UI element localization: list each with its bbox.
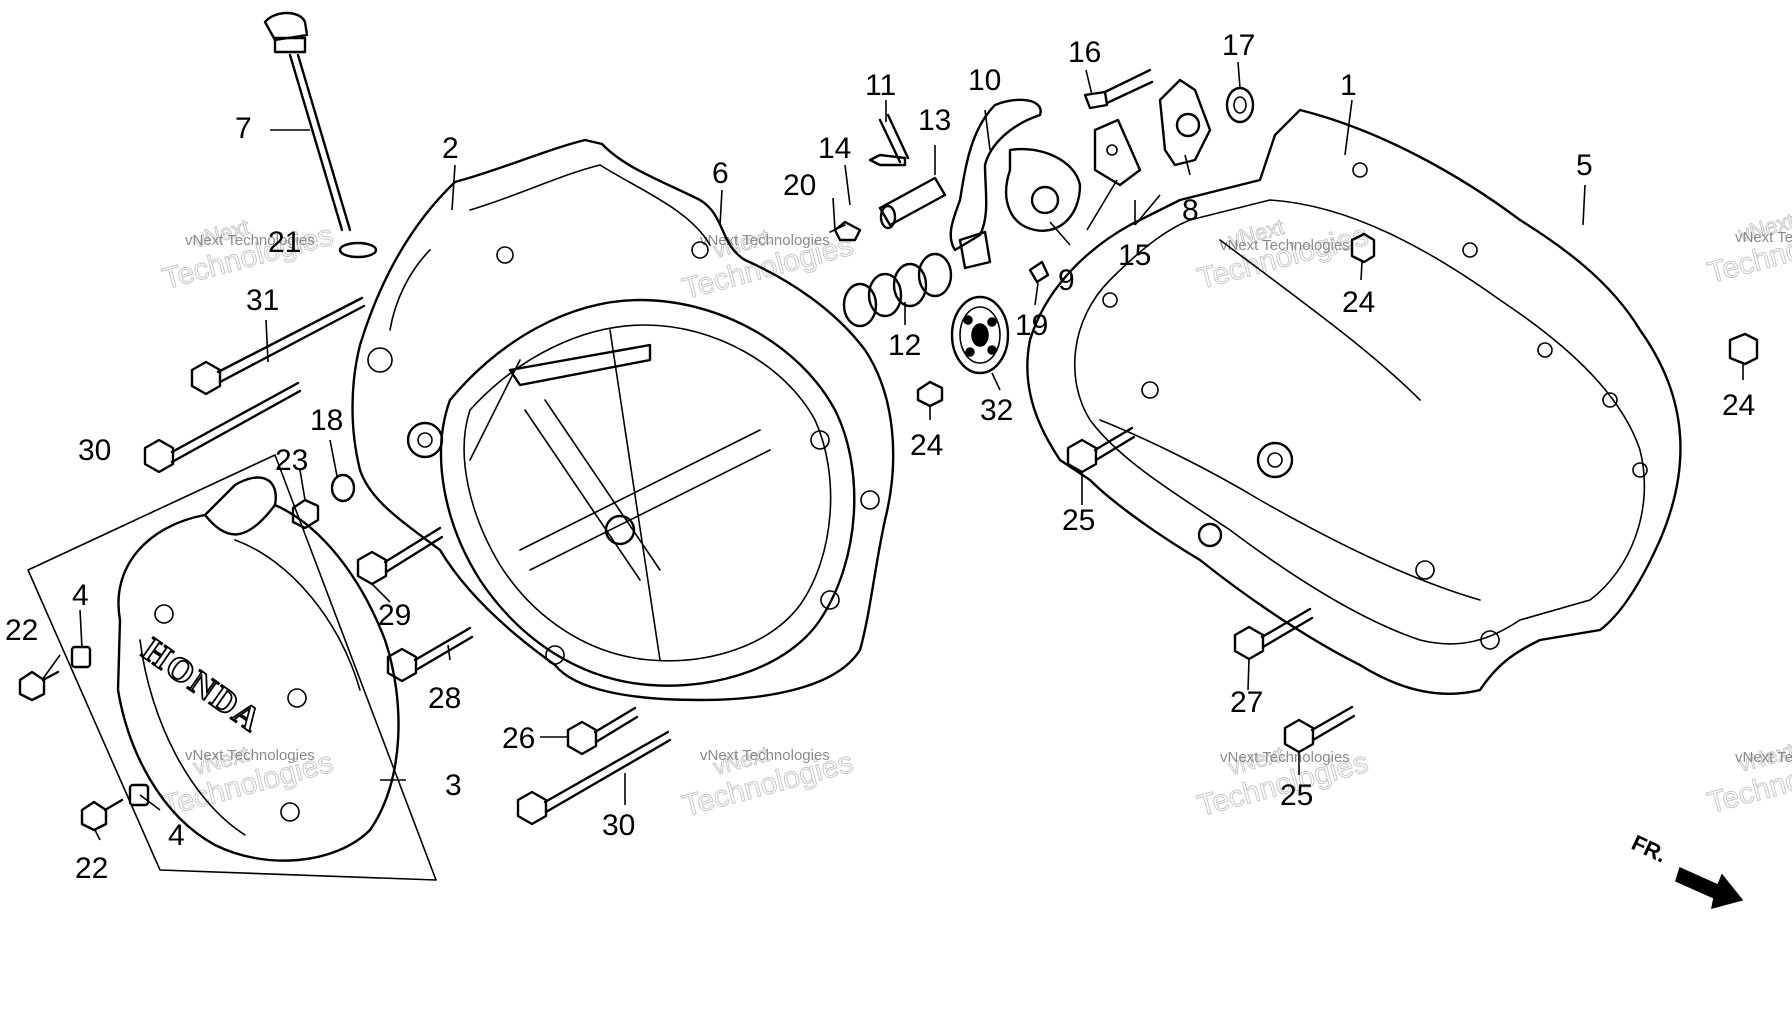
callout-21: 21 xyxy=(268,226,301,259)
watermark-label-3: vNext Technologies xyxy=(1220,237,1350,254)
leader-lines xyxy=(41,61,1744,841)
watermark-6: vNext Technologies xyxy=(678,741,857,824)
callout-22b: 22 xyxy=(75,852,108,885)
callout-4a: 4 xyxy=(72,579,89,612)
callout-18: 18 xyxy=(310,404,343,437)
part-32-bearing xyxy=(950,295,1010,375)
bolts xyxy=(18,296,1356,832)
bolt-29 xyxy=(356,526,444,586)
bolt-31 xyxy=(190,296,366,396)
watermark-label-2: vNext Technologies xyxy=(700,232,830,249)
callout-20: 20 xyxy=(783,169,816,202)
callout-6: 6 xyxy=(712,157,729,190)
callout-9: 9 xyxy=(1058,264,1075,297)
watermark-label-4: vNext Technologies xyxy=(1735,229,1792,246)
callout-24c: 24 xyxy=(1722,389,1755,422)
callout-5: 5 xyxy=(1576,149,1593,182)
callout-14: 14 xyxy=(818,132,851,165)
callout-15: 15 xyxy=(1118,239,1151,272)
watermark-label-6: vNext Technologies xyxy=(700,747,830,764)
callout-32: 32 xyxy=(980,394,1013,427)
part-2-crankcase-cover xyxy=(351,138,895,702)
honda-logo: HONDA xyxy=(135,631,268,740)
callout-27: 27 xyxy=(1230,686,1263,719)
watermark-label-7: vNext Technologies xyxy=(1220,749,1350,766)
callout-23: 23 xyxy=(275,444,308,477)
small-parts xyxy=(70,232,1759,807)
callout-10: 10 xyxy=(968,64,1001,97)
part-24c-dowel xyxy=(1728,332,1759,366)
bolt-26 xyxy=(566,706,639,756)
callout-3: 3 xyxy=(445,769,462,802)
callout-13: 13 xyxy=(918,104,951,137)
watermark-2: vNext Technologies xyxy=(678,224,857,307)
callout-28: 28 xyxy=(428,682,461,715)
part-7-oil-dipstick xyxy=(263,11,378,259)
bolt-30b xyxy=(516,730,672,826)
clutch-lifter-group xyxy=(829,98,1082,270)
watermark-8: vNext Technologies xyxy=(1703,738,1792,821)
watermark-label-1: vNext Technologies xyxy=(185,232,315,249)
callout-8: 8 xyxy=(1182,194,1199,227)
part-24b-dowel xyxy=(1350,232,1376,264)
callout-1: 1 xyxy=(1340,69,1357,102)
callout-11: 11 xyxy=(865,69,896,102)
part-24a-dowel xyxy=(916,380,944,408)
part-12-spring xyxy=(842,252,953,328)
bolt-25a xyxy=(1066,426,1136,474)
callout-30b: 30 xyxy=(602,809,635,842)
callout-4b: 4 xyxy=(168,819,185,852)
part-4b-grommet xyxy=(128,783,150,807)
bolt-25b xyxy=(1283,705,1356,754)
callout-24b: 24 xyxy=(1342,286,1375,319)
callout-12: 12 xyxy=(888,329,921,362)
callout-7: 7 xyxy=(235,112,252,145)
lifter-plate-group xyxy=(1083,68,1255,187)
callout-2: 2 xyxy=(442,132,459,165)
callout-29: 29 xyxy=(378,599,411,632)
watermark-label-5: vNext Technologies xyxy=(185,747,315,764)
bolt-28 xyxy=(386,626,474,683)
part-4a-grommet xyxy=(70,645,92,669)
callout-numbers: 1 2 3 4 4 5 6 7 8 9 10 11 12 13 14 15 16… xyxy=(5,29,1755,885)
callout-25b: 25 xyxy=(1280,779,1313,812)
bolt-22b xyxy=(80,798,124,832)
callout-19: 19 xyxy=(1015,309,1048,342)
part-5-case-gasket xyxy=(1026,108,1682,696)
callout-31: 31 xyxy=(246,284,279,317)
watermark-label-8: vNext Technologies xyxy=(1735,749,1792,766)
callout-26: 26 xyxy=(502,722,535,755)
part-18-washer xyxy=(330,473,356,503)
callout-30a: 30 xyxy=(78,434,111,467)
callout-22a: 22 xyxy=(5,614,38,647)
front-label: FR. xyxy=(1628,830,1671,868)
front-arrow-icon xyxy=(1675,866,1744,910)
bolt-27 xyxy=(1233,607,1314,661)
callout-16: 16 xyxy=(1068,36,1101,69)
bolt-30a xyxy=(143,381,302,474)
part-19-clip xyxy=(1028,260,1050,284)
callout-24a: 24 xyxy=(910,429,943,462)
callout-17: 17 xyxy=(1222,29,1255,62)
callout-25a: 25 xyxy=(1062,504,1095,537)
front-direction-marker: FR. xyxy=(1628,830,1744,910)
bolt-22a xyxy=(18,670,60,702)
